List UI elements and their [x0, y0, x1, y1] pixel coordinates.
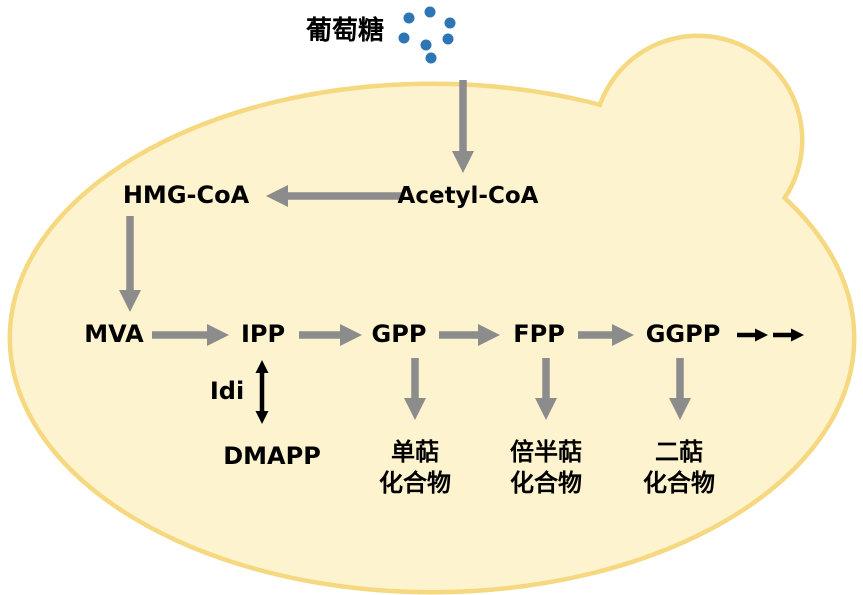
node-dmapp: DMAPP [223, 442, 321, 471]
product-sesquiterpene: 倍半萜 化合物 [510, 438, 582, 498]
node-mva: MVA [84, 320, 144, 349]
glucose-label: 葡萄糖 [305, 16, 385, 47]
node-ggpp: GGPP [645, 320, 721, 349]
glucose-dots-icon [398, 6, 456, 64]
node-fpp: FPP [513, 320, 565, 349]
product-monoterpene: 单萜 化合物 [379, 438, 451, 498]
node-gpp: GPP [371, 320, 427, 349]
node-acetyl-coa: Acetyl-CoA [397, 182, 539, 209]
idi-label: Idi [209, 377, 245, 406]
node-hmg-coa: HMG-CoA [122, 181, 250, 210]
node-ipp: IPP [240, 320, 286, 349]
yeast-cell [7, 33, 857, 595]
product-diterpene: 二萜 化合物 [643, 438, 715, 498]
